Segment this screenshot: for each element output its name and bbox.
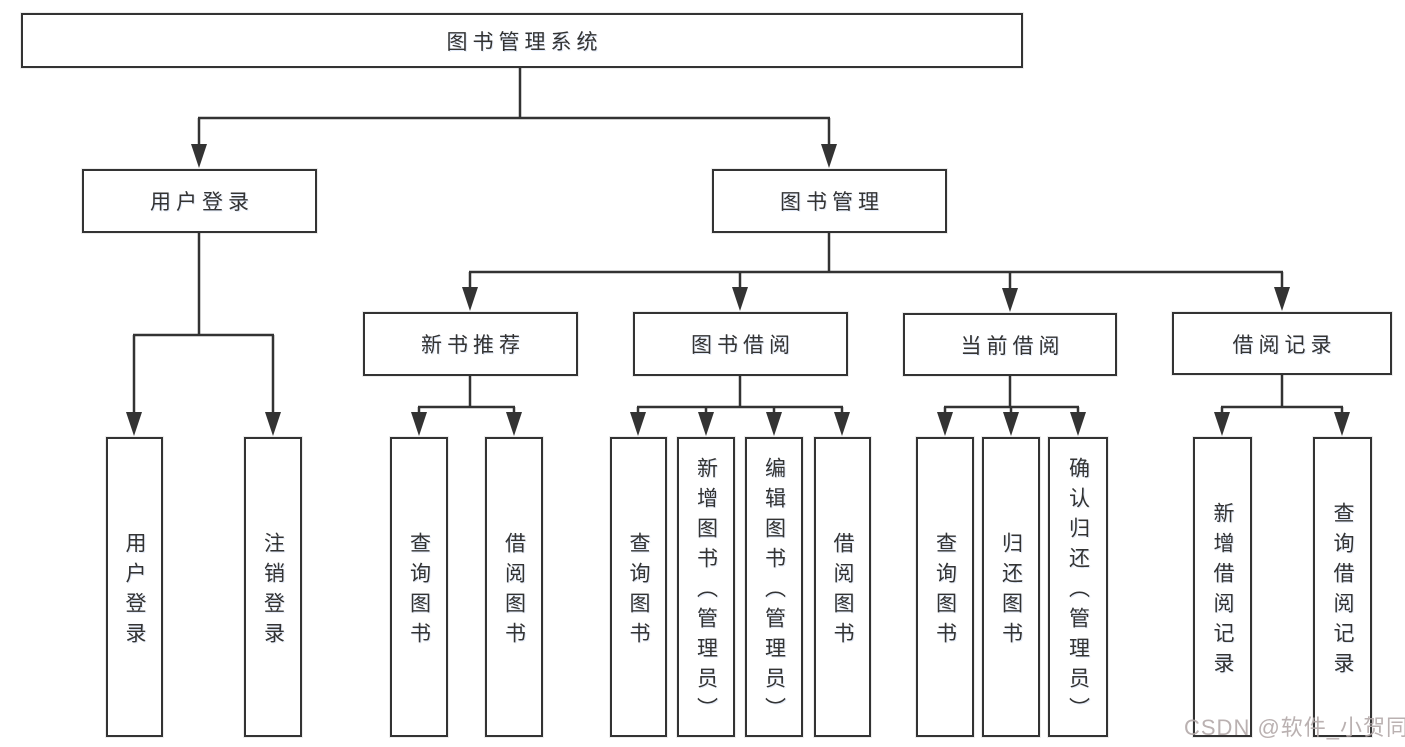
arrowhead-icon xyxy=(1274,287,1290,311)
node-label-borrow-records: 借阅记录 xyxy=(1232,333,1337,357)
node-book-manage: 图书管理 xyxy=(712,169,947,233)
watermark-text: CSDN @软件_小贺同学 xyxy=(1184,715,1405,740)
node-login-user: 用户登录 xyxy=(106,437,163,737)
arrowhead-icon xyxy=(126,412,142,436)
node-cur-confirm-return: 确认归还（管理员） xyxy=(1048,437,1108,737)
arrowhead-icon xyxy=(937,412,953,436)
node-label-new-book-recommend: 新书推荐 xyxy=(421,334,525,357)
arrowhead-icon xyxy=(1070,412,1086,436)
arrowhead-icon xyxy=(1334,412,1350,436)
node-label-user-login: 用户登录 xyxy=(150,191,254,214)
node-bor-edit-book: 编辑图书（管理员） xyxy=(745,437,803,737)
node-label-login-logout: 注销登录 xyxy=(261,531,285,652)
node-borrow-records: 借阅记录 xyxy=(1172,312,1392,375)
arrowhead-icon xyxy=(1214,412,1230,436)
node-label-cur-confirm-return: 确认归还（管理员） xyxy=(1066,456,1090,727)
node-label-current-borrow: 当前借阅 xyxy=(960,334,1065,358)
node-login-logout: 注销登录 xyxy=(244,437,302,737)
node-label-cur-return-book: 归还图书 xyxy=(999,531,1023,652)
node-root: 图书管理系统 xyxy=(21,13,1023,68)
arrowhead-icon xyxy=(766,412,782,436)
arrowhead-icon xyxy=(821,144,837,168)
node-rec-query-book: 查询图书 xyxy=(390,437,448,737)
node-label-bor-query-book: 查询图书 xyxy=(627,531,650,652)
arrowhead-icon xyxy=(834,412,850,436)
node-new-book-recommend: 新书推荐 xyxy=(363,312,578,376)
node-label-bor-borrow-book: 借阅图书 xyxy=(831,531,854,652)
arrowhead-icon xyxy=(462,287,478,311)
node-rec-borrow-book: 借阅图书 xyxy=(485,437,543,737)
arrowhead-icon xyxy=(630,412,646,436)
node-bor-add-book: 新增图书（管理员） xyxy=(677,437,735,737)
node-user-login: 用户登录 xyxy=(82,169,317,233)
node-label-root: 图书管理系统 xyxy=(446,30,603,54)
node-cur-return-book: 归还图书 xyxy=(982,437,1040,737)
node-label-rec-borrow-book: 借阅图书 xyxy=(502,531,526,652)
node-book-borrow: 图书借阅 xyxy=(633,312,848,376)
arrowhead-icon xyxy=(1002,288,1018,312)
arrowhead-icon xyxy=(265,412,281,436)
arrowhead-icon xyxy=(698,412,714,436)
arrowhead-icon xyxy=(1003,412,1019,436)
node-bor-borrow-book: 借阅图书 xyxy=(814,437,871,737)
arrowhead-icon xyxy=(732,287,748,311)
node-label-bor-add-book: 新增图书（管理员） xyxy=(694,456,718,727)
node-label-book-borrow: 图书借阅 xyxy=(691,334,795,357)
arrowhead-icon xyxy=(411,412,427,436)
node-recd-query-record: 查询借阅记录 xyxy=(1313,437,1372,737)
node-label-book-manage: 图书管理 xyxy=(780,191,884,214)
node-label-bor-edit-book: 编辑图书（管理员） xyxy=(762,456,786,727)
node-label-login-user: 用户登录 xyxy=(123,531,146,652)
node-recd-add-record: 新增借阅记录 xyxy=(1193,437,1252,737)
node-current-borrow: 当前借阅 xyxy=(903,313,1117,376)
node-label-cur-query-book: 查询图书 xyxy=(933,531,957,652)
node-label-rec-query-book: 查询图书 xyxy=(407,531,431,652)
node-label-recd-add-record: 新增借阅记录 xyxy=(1211,501,1234,682)
node-label-recd-query-record: 查询借阅记录 xyxy=(1331,501,1354,682)
node-cur-query-book: 查询图书 xyxy=(916,437,974,737)
node-bor-query-book: 查询图书 xyxy=(610,437,667,737)
arrowhead-icon xyxy=(506,412,522,436)
arrowhead-icon xyxy=(191,144,207,168)
